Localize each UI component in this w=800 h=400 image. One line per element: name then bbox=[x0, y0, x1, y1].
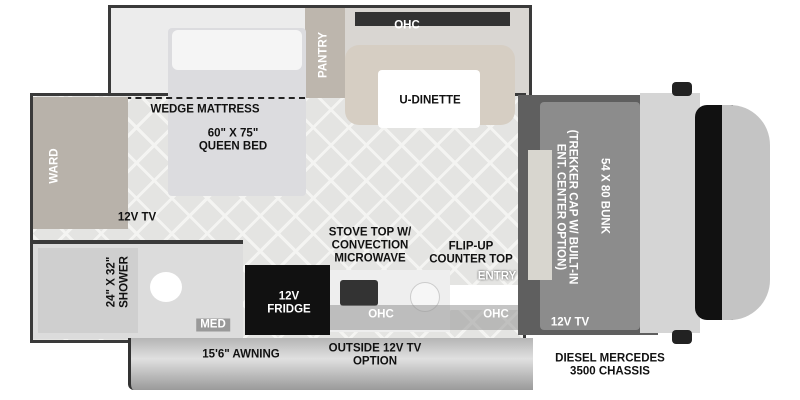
pantry-label: PANTRY bbox=[317, 32, 330, 78]
med-label: MED bbox=[196, 318, 230, 332]
bed-pillows bbox=[172, 30, 302, 70]
ohc-top-label: OHC bbox=[394, 19, 420, 32]
cab-seats bbox=[528, 150, 552, 280]
ohc-galley-label: OHC bbox=[368, 308, 394, 321]
awning-label: 15'6" AWNING bbox=[202, 348, 280, 361]
wardrobe bbox=[33, 97, 128, 229]
truck-hood bbox=[640, 93, 700, 333]
chassis-label-2: 3500 CHASSIS bbox=[570, 365, 650, 378]
stove-label-2: CONVECTION bbox=[331, 239, 409, 252]
truck-nose bbox=[722, 105, 770, 320]
fridge-label-1: 12V bbox=[278, 290, 300, 303]
stove-label-1: STOVE TOP W/ bbox=[328, 226, 412, 239]
shower bbox=[38, 248, 138, 333]
bunk bbox=[540, 102, 640, 330]
flip-up-label-2: COUNTER TOP bbox=[429, 253, 513, 266]
shower-label: SHOWER bbox=[118, 256, 131, 308]
u-dinette-label: U-DINETTE bbox=[399, 94, 461, 107]
ohc-cabinet-top bbox=[355, 12, 510, 26]
toilet bbox=[150, 272, 182, 302]
mirror-bottom bbox=[672, 330, 692, 344]
shower-size-label: 24" X 32" bbox=[105, 256, 118, 308]
fridge bbox=[245, 265, 330, 335]
awning bbox=[128, 338, 533, 390]
bedroom-tv-label: 12V TV bbox=[117, 211, 157, 224]
outside-tv-label-1: OUTSIDE 12V TV bbox=[328, 342, 422, 355]
outside-tv-label-2: OPTION bbox=[352, 355, 398, 368]
ohc-cabinet-galley bbox=[330, 305, 520, 330]
stove-label-3: MICROWAVE bbox=[334, 252, 406, 265]
wedge-line bbox=[115, 97, 305, 99]
cab-tv-label: 12V TV bbox=[550, 316, 590, 329]
ohc-entry-label: OHC bbox=[483, 308, 509, 321]
queen-bed-label: QUEEN BED bbox=[198, 140, 268, 153]
dinette-table bbox=[378, 70, 480, 128]
trekker-label-1: (TREKKER CAP W/ BUILT-IN bbox=[566, 129, 579, 285]
stovetop bbox=[340, 280, 378, 306]
queen-bed-size-label: 60" X 75" bbox=[207, 127, 259, 140]
ward-label: WARD bbox=[48, 148, 61, 184]
entry-label: ENTRY bbox=[477, 270, 517, 283]
fridge-label-2: FRIDGE bbox=[267, 303, 311, 316]
pantry bbox=[305, 8, 345, 98]
bunk-label: 54 X 80 BUNK bbox=[598, 157, 611, 235]
flip-up-label-1: FLIP-UP bbox=[448, 240, 494, 253]
chassis-label-1: DIESEL MERCEDES bbox=[555, 352, 665, 365]
wedge-mattress-label: WEDGE MATTRESS bbox=[150, 103, 260, 116]
trekker-label-2: ENT. CENTER OPTION) bbox=[554, 143, 567, 271]
mirror-top bbox=[672, 82, 692, 96]
